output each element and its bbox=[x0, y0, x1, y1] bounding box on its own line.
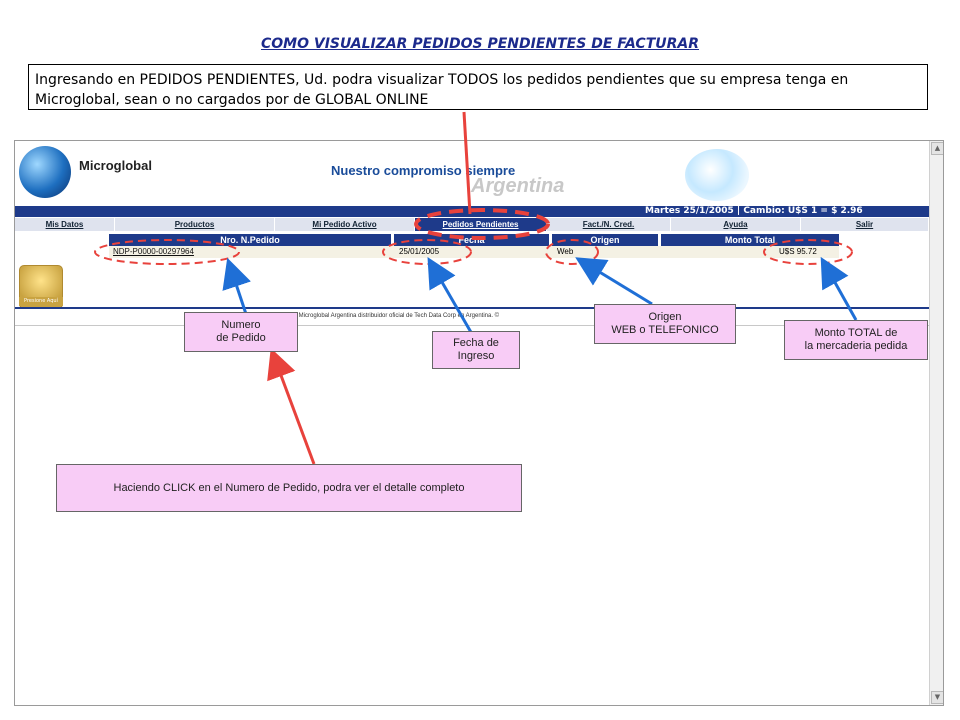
slogan-country: Argentina bbox=[471, 175, 565, 197]
date-exchange-rate: Martes 25/1/2005 | Cambio: U$S 1 = $ 2.9… bbox=[645, 206, 863, 216]
globe-logo-icon bbox=[19, 146, 71, 198]
menu-mis-datos[interactable]: Mis Datos bbox=[15, 218, 115, 231]
callout-numero-pedido: Numero de Pedido bbox=[184, 312, 298, 352]
orders-table-header: Nro. N.Pedido Fecha Origen Monto Total bbox=[109, 234, 839, 246]
status-bar: Martes 25/1/2005 | Cambio: U$S 1 = $ 2.9… bbox=[15, 206, 929, 217]
menu-ayuda[interactable]: Ayuda bbox=[671, 218, 801, 231]
callout-origen-text: Origen WEB o TELEFONICO bbox=[611, 311, 719, 336]
menu-productos[interactable]: Productos bbox=[115, 218, 275, 231]
callout-monto-text: Monto TOTAL de la mercaderia pedida bbox=[804, 327, 908, 352]
brand-name: Microglobal bbox=[79, 158, 152, 173]
callout-fecha-text: Fecha de Ingreso bbox=[453, 337, 499, 362]
order-date: 25/01/2005 bbox=[399, 247, 440, 256]
site-banner: Microglobal Nuestro compromiso siempre A… bbox=[15, 141, 929, 207]
table-row: NDP-P0000-00297964 25/01/2005 Web U$S 95… bbox=[109, 246, 839, 258]
site-footer: - Microglobal Argentina distribuidor ofi… bbox=[295, 313, 500, 319]
header-monto-total: Monto Total bbox=[661, 234, 839, 246]
slide-title: COMO VISUALIZAR PEDIDOS PENDIENTES DE FA… bbox=[260, 36, 700, 52]
menu-fact-n-cred[interactable]: Fact./N. Cred. bbox=[547, 218, 671, 231]
callout-fecha-ingreso: Fecha de Ingreso bbox=[432, 331, 520, 369]
menu-mi-pedido-activo[interactable]: Mi Pedido Activo bbox=[275, 218, 415, 231]
scroll-up-icon[interactable]: ▲ bbox=[931, 142, 943, 155]
callout-monto-total: Monto TOTAL de la mercaderia pedida bbox=[784, 320, 928, 360]
order-total: U$S 95.72 bbox=[779, 247, 817, 256]
header-origen: Origen bbox=[552, 234, 658, 246]
vertical-scrollbar[interactable]: ▲ ▼ bbox=[929, 141, 943, 705]
seal-label[interactable]: Presione Aquí bbox=[19, 297, 63, 306]
header-fecha: Fecha bbox=[394, 234, 549, 246]
header-nro-pedido: Nro. N.Pedido bbox=[109, 234, 391, 246]
browser-screenshot: Microglobal Nuestro compromiso siempre A… bbox=[14, 140, 944, 706]
menu-salir[interactable]: Salir bbox=[801, 218, 929, 231]
menu-pedidos-pendientes[interactable]: Pedidos Pendientes bbox=[415, 218, 547, 231]
intro-box: Ingresando en PEDIDOS PENDIENTES, Ud. po… bbox=[28, 64, 928, 110]
scroll-down-icon[interactable]: ▼ bbox=[931, 691, 943, 704]
footer-divider bbox=[15, 307, 929, 309]
callout-numero-text: Numero de Pedido bbox=[216, 319, 266, 344]
order-origin: Web bbox=[557, 247, 574, 256]
order-number-link[interactable]: NDP-P0000-00297964 bbox=[113, 247, 194, 256]
globe-decoration-icon bbox=[685, 149, 749, 201]
callout-click-text: Haciendo CLICK en el Numero de Pedido, p… bbox=[113, 481, 465, 494]
callout-origen: Origen WEB o TELEFONICO bbox=[594, 304, 736, 344]
main-menu: Mis Datos Productos Mi Pedido Activo Ped… bbox=[15, 218, 929, 231]
callout-click-detalle: Haciendo CLICK en el Numero de Pedido, p… bbox=[56, 464, 522, 512]
